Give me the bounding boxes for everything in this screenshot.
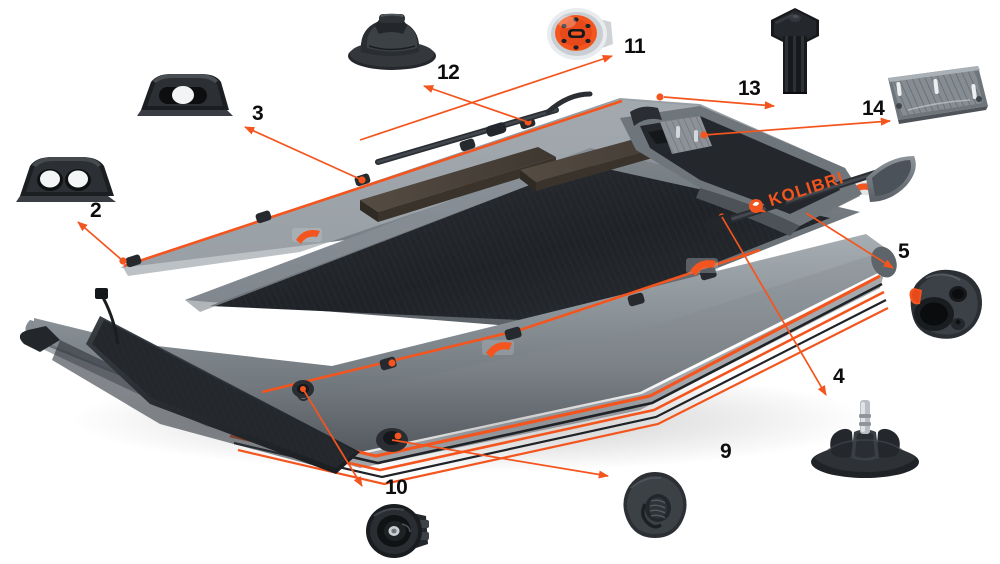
leader-13 xyxy=(663,96,776,110)
seat-bench-front xyxy=(360,147,556,222)
part-drain-valve[interactable] xyxy=(364,500,438,564)
callout-number-4: 4 xyxy=(833,365,845,388)
leader-9 xyxy=(391,439,610,479)
callout-number-3: 3 xyxy=(252,102,264,125)
leader-2 xyxy=(77,221,124,262)
brand-text: KOLIBRI xyxy=(766,168,846,210)
part-triangular-d-ring-patch[interactable] xyxy=(615,468,695,544)
kolibri-bird-icon xyxy=(749,199,767,213)
leader-3 xyxy=(244,126,363,181)
part-oarlock-socket-with-pin[interactable] xyxy=(808,392,922,480)
part-oarlock-clamp[interactable] xyxy=(900,262,986,342)
part-double-hole-rope-guide[interactable] xyxy=(12,152,120,208)
leader-10 xyxy=(302,388,363,487)
leader-5 xyxy=(805,212,894,269)
part-seat-slider-bracket[interactable] xyxy=(763,6,827,96)
part-transom-plate[interactable] xyxy=(878,62,992,124)
callout-number-9: 9 xyxy=(720,440,732,463)
callout-number-2: 2 xyxy=(90,199,102,222)
callout-number-11: 11 xyxy=(624,35,646,58)
oar-right xyxy=(705,156,916,233)
part-raised-motor-mount-pad[interactable] xyxy=(345,8,439,72)
transom-plate-installed xyxy=(660,116,712,154)
leader-4 xyxy=(721,216,827,396)
part-single-hole-rope-guide[interactable] xyxy=(135,70,237,122)
callout-number-14: 14 xyxy=(862,97,885,120)
callout-number-13: 13 xyxy=(738,77,761,100)
leader-12 xyxy=(423,85,529,123)
part-air-valve[interactable] xyxy=(543,4,619,68)
callout-number-12: 12 xyxy=(437,61,460,84)
leader-14 xyxy=(703,117,892,136)
oar-left xyxy=(375,91,593,165)
leader-11 xyxy=(359,55,613,141)
callout-number-5: 5 xyxy=(898,240,910,263)
callout-number-10: 10 xyxy=(385,476,408,499)
